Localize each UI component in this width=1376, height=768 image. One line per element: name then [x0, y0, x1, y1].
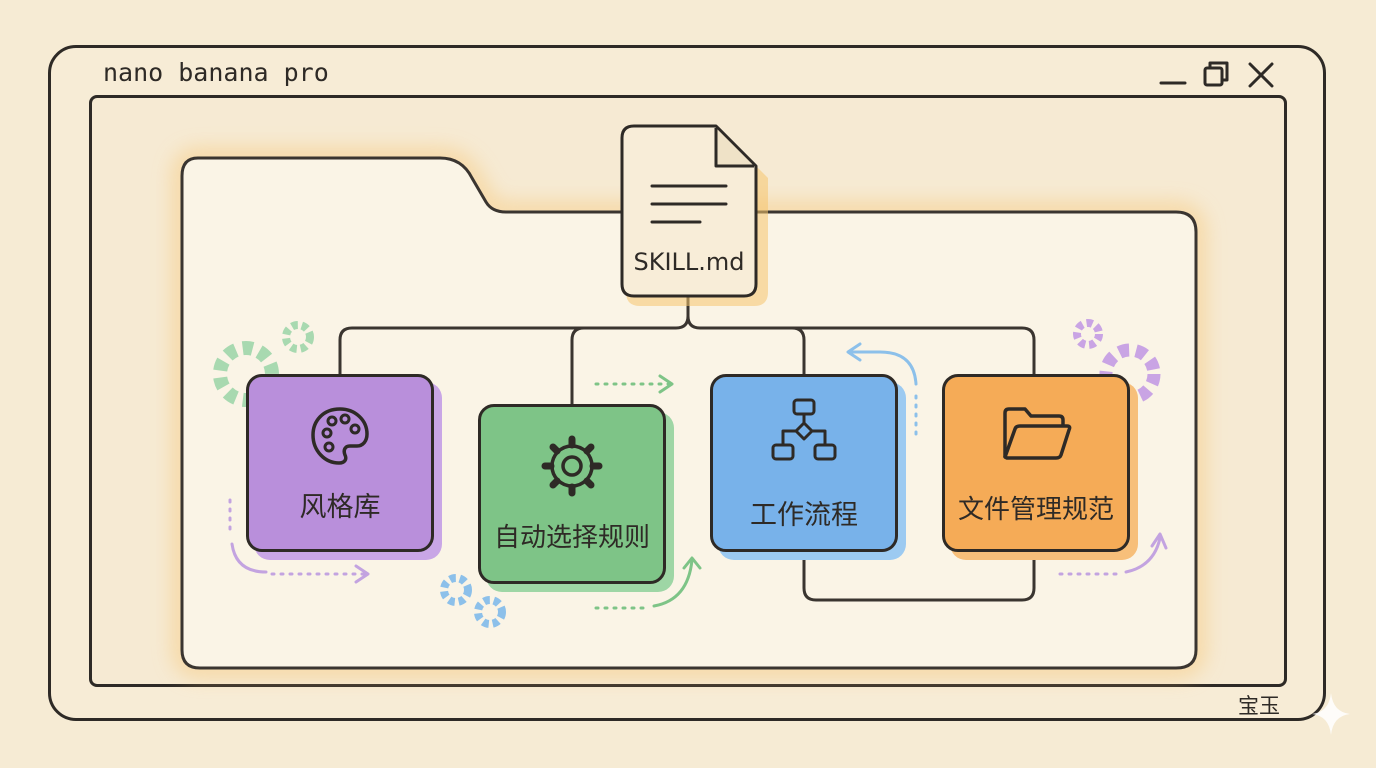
palette-icon [311, 407, 369, 465]
document-icon [620, 124, 758, 298]
minimize-button[interactable] [1156, 58, 1190, 92]
root-node-label: SKILL.md [633, 248, 745, 276]
node-label: 文件管理规范 [957, 495, 1114, 525]
node-label: 风格库 [299, 492, 381, 523]
window-title: nano banana pro [103, 58, 329, 87]
node-label: 自动选择规则 [493, 523, 650, 553]
node-style-library[interactable]: 风格库 [246, 374, 434, 552]
gear-decoration-blue [440, 574, 506, 628]
node-workflow[interactable]: 工作流程 [710, 374, 898, 552]
flowchart-icon [771, 398, 837, 461]
connector-lines [338, 294, 1036, 602]
maximize-button[interactable] [1200, 58, 1234, 92]
sparkle-icon [1312, 693, 1350, 735]
signature: 宝玉 [1238, 694, 1280, 718]
close-button[interactable] [1244, 58, 1278, 92]
node-label: 工作流程 [750, 500, 858, 531]
node-auto-selection-rules[interactable]: 自动选择规则 [478, 404, 666, 584]
node-file-management[interactable]: 文件管理规范 [942, 374, 1130, 552]
folder-icon [1003, 407, 1072, 460]
gear-icon [541, 435, 603, 497]
